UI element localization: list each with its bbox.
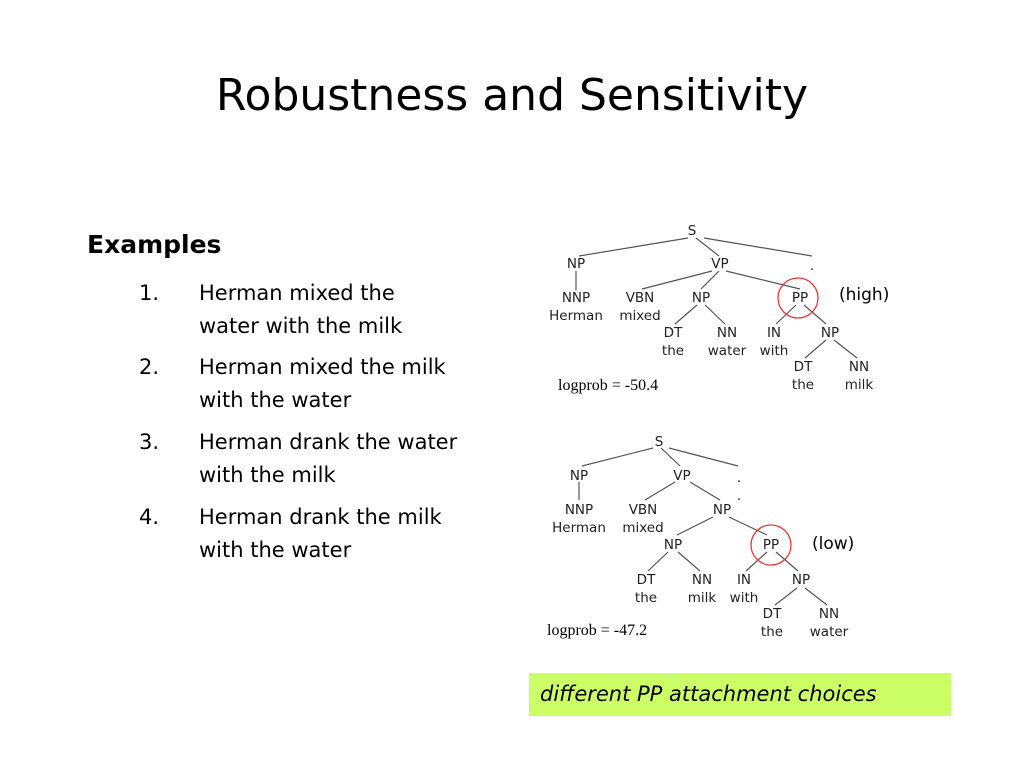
tree-node-nnp: NNP bbox=[562, 290, 590, 306]
tree-node-vbn: VBN bbox=[626, 290, 655, 306]
tree-edge bbox=[803, 304, 827, 325]
tree-edge bbox=[689, 481, 721, 501]
tree-edge bbox=[578, 237, 689, 257]
example-number: 3. bbox=[139, 430, 160, 454]
tree-leaf-punctuation: . bbox=[737, 488, 741, 504]
tree-leaf-milk: milk bbox=[688, 590, 717, 606]
example-text: Herman drank the milk with the water bbox=[199, 505, 442, 562]
tree-leaf-mixed: mixed bbox=[619, 308, 660, 324]
logprob-low: logprob = -47.2 bbox=[547, 622, 648, 639]
tree-node-np: NP bbox=[821, 325, 839, 341]
example-text: Herman mixed the water with the milk bbox=[199, 281, 403, 338]
tree-edge bbox=[703, 237, 813, 257]
tree-node-nn: NN bbox=[819, 606, 839, 622]
tree-node-np: NP bbox=[664, 537, 682, 553]
tree-edge bbox=[647, 551, 669, 572]
tree-node-punctuation: . bbox=[737, 470, 741, 486]
tree-edge bbox=[774, 587, 798, 606]
tree-leaf-milk: milk bbox=[845, 377, 874, 393]
tree-edge bbox=[700, 270, 720, 290]
tree-node-punctuation: . bbox=[810, 258, 814, 274]
tree-node-dt: DT bbox=[763, 606, 782, 622]
tree-edge bbox=[804, 339, 827, 359]
attachment-circle bbox=[777, 277, 819, 319]
tree-node-vp: VP bbox=[711, 256, 728, 272]
tree-node-in: IN bbox=[737, 572, 751, 588]
tree-node-nn: NN bbox=[692, 572, 712, 588]
tree-leaf-with: with bbox=[760, 343, 789, 359]
tree-node-vp: VP bbox=[673, 468, 690, 484]
tree-edge bbox=[695, 237, 720, 257]
tree-leaf-herman: Herman bbox=[552, 520, 606, 536]
attachment-circle bbox=[750, 524, 792, 566]
tree-node-s: S bbox=[655, 434, 664, 450]
tree-leaf-herman: Herman bbox=[549, 308, 603, 324]
tree-leaf-mixed: mixed bbox=[622, 520, 663, 536]
tree-leaf-the: the bbox=[792, 377, 814, 393]
tree-node-nn: NN bbox=[717, 325, 737, 341]
tree-node-nnp: NNP bbox=[565, 502, 593, 518]
example-text: Herman mixed the milk with the water bbox=[199, 355, 446, 412]
tree-leaf-water: water bbox=[708, 343, 747, 359]
tree-edge bbox=[641, 270, 713, 290]
tree-node-dt: DT bbox=[637, 572, 656, 588]
example-text: Herman drank the water with the milk bbox=[199, 430, 458, 487]
tree-leaf-the: the bbox=[662, 343, 684, 359]
tree-node-np: NP bbox=[713, 502, 731, 518]
tree-node-np: NP bbox=[570, 468, 588, 484]
tree-edge bbox=[668, 447, 739, 467]
tree-node-nn: NN bbox=[849, 359, 869, 375]
tree-node-in: IN bbox=[767, 325, 781, 341]
tree-node-dt: DT bbox=[794, 359, 813, 375]
tree-leaf-the: the bbox=[761, 624, 783, 640]
tree-edge bbox=[660, 447, 681, 467]
tree-leaf-the: the bbox=[635, 590, 657, 606]
tree-edges bbox=[578, 447, 828, 606]
tree-edge bbox=[728, 516, 768, 536]
example-number: 2. bbox=[139, 355, 160, 379]
tree-edge bbox=[581, 447, 654, 467]
tree-node-np: NP bbox=[692, 290, 710, 306]
callout-box: different PP attachment choices bbox=[529, 673, 951, 716]
tree-node-np: NP bbox=[792, 572, 810, 588]
tree-edge bbox=[745, 551, 768, 572]
tree-node-pp: PP bbox=[763, 537, 779, 553]
attachment-label-low: (low) bbox=[812, 534, 855, 554]
examples-heading: Examples bbox=[87, 230, 222, 259]
attachment-label-high: (high) bbox=[839, 285, 890, 305]
tree-edge bbox=[775, 551, 799, 572]
tree-edge bbox=[644, 481, 676, 501]
tree-leaf-water: water bbox=[810, 624, 849, 640]
tree-node-s: S bbox=[688, 223, 697, 239]
tree-edge bbox=[674, 304, 698, 325]
logprob-high: logprob = -50.4 bbox=[558, 377, 659, 394]
tree-node-dt: DT bbox=[664, 325, 683, 341]
tree-node-pp: PP bbox=[792, 290, 808, 306]
example-number: 4. bbox=[139, 505, 160, 529]
tree-edge bbox=[676, 516, 714, 536]
tree-node-vbn: VBN bbox=[629, 502, 658, 518]
tree-edge bbox=[677, 551, 701, 572]
tree-leaf-with: with bbox=[730, 590, 759, 606]
tree-edge bbox=[704, 304, 726, 325]
tree-edge bbox=[804, 587, 828, 606]
tree-edge bbox=[833, 339, 858, 359]
tree-node-np: NP bbox=[567, 256, 585, 272]
tree-edge bbox=[725, 270, 801, 290]
slide-title: Robustness and Sensitivity bbox=[215, 70, 809, 121]
example-number: 1. bbox=[139, 281, 160, 305]
tree-edges bbox=[575, 237, 858, 359]
